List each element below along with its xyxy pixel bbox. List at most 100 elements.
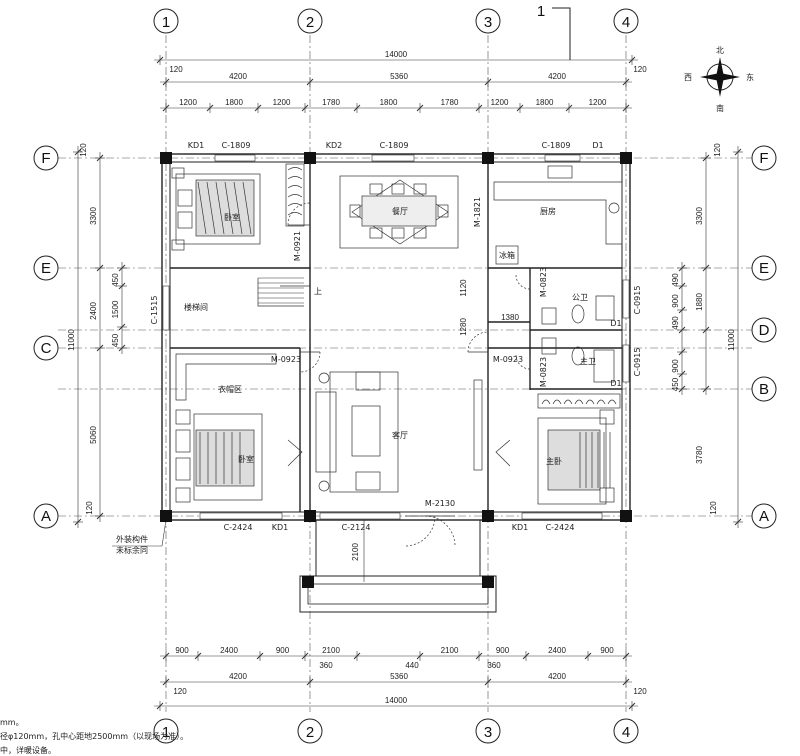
furniture [171, 163, 623, 547]
label-room-wardrobe: 衣帽区 [218, 384, 242, 394]
column-1 [304, 152, 316, 164]
label-c2424-2: C-2424 [546, 523, 575, 532]
label-m0823-2: M-0823 [539, 357, 548, 387]
windows [162, 154, 630, 520]
dimension-lines [73, 55, 743, 711]
dim-bottom-details-text-3: 2100 [322, 646, 340, 655]
dim-bottom-bays-text-2: 4200 [548, 672, 566, 681]
label-fridge: 冰箱 [499, 250, 515, 260]
section-mark-label: 1 [537, 3, 545, 20]
label-c1809-1: C-1809 [222, 141, 251, 150]
dim-interior-1120: 1120 [459, 279, 468, 297]
axis-label-right-E: E [759, 260, 769, 277]
column-7 [620, 510, 632, 522]
dim-bottom-bays-text-0: 4200 [229, 672, 247, 681]
bed-sw-nightstand-1 [175, 409, 191, 425]
axis-label-left-A: A [41, 508, 51, 525]
axis-bubble-bottom-3 [475, 718, 501, 744]
outer-wall-inner [169, 161, 623, 513]
dim-bottom-edge-left: 120 [173, 687, 187, 696]
dim-left-sub-text-1: 1500 [111, 300, 120, 318]
porch-step-inner [307, 583, 489, 605]
dim-right-edge-bottom: 120 [709, 501, 718, 515]
living-sofa [315, 391, 337, 473]
dim-top-details-text-2: 1200 [273, 98, 291, 107]
kitchen-stove [608, 202, 620, 214]
note-outer-2: 未标余同 [116, 546, 148, 555]
wardrobe-master-hanger-1 [552, 399, 562, 405]
wardrobe-nw-hanger-0 [287, 167, 303, 171]
label-m0823-1: M-0823 [539, 267, 548, 297]
axis-label-top-1: 1 [162, 14, 170, 31]
axis-bubble-top-4 [613, 8, 639, 34]
label-c1809-3: C-1809 [542, 141, 571, 150]
label-room-stair: 楼梯间 [184, 302, 208, 312]
dim-right-sub-text-0: 490 [671, 273, 680, 287]
label-c1515: C-1515 [150, 296, 159, 325]
dim-top-details-text-0: 1200 [179, 98, 197, 107]
wardrobe-master-hanger-4 [585, 399, 595, 405]
stair-outline [257, 278, 304, 307]
legend-line-3: 中，详暖设备。 [0, 746, 56, 755]
column-3 [620, 152, 632, 164]
window-c0915-1 [622, 279, 630, 319]
bed-nw-pattern-0 [197, 181, 207, 235]
dim-left-sub-text-2: 450 [111, 333, 120, 347]
axis-label-left-E: E [41, 260, 51, 277]
label-m0923-right: M-0923 [493, 355, 523, 364]
dim-top-bays-text-2: 4200 [548, 72, 566, 81]
column-8 [302, 576, 314, 588]
dining-chair-right [437, 204, 449, 218]
public-wc-sink [541, 307, 557, 325]
dim-bottom-details-text-8: 900 [600, 646, 614, 655]
kitchen-fridge [495, 245, 519, 265]
column-4 [160, 510, 172, 522]
dim-bottom-details-text-6: 900 [496, 646, 510, 655]
wardrobe-nw [285, 163, 305, 227]
axis-bubble-top-3 [475, 8, 501, 34]
label-room-public-wc: 公卫 [572, 293, 588, 302]
dim-interior-2100: 2100 [351, 543, 360, 561]
compass-north-label: 北 [716, 46, 724, 55]
window-c2424-1 [199, 512, 283, 520]
window-c1809-2 [371, 154, 415, 162]
master-wc-shower [593, 349, 615, 383]
label-room-bedroom-sw: 卧室 [238, 454, 254, 464]
bed-sw-nightstand-2 [175, 487, 191, 503]
axis-label-right-B: B [759, 381, 769, 398]
dim-left-seg-text-2: 5060 [89, 426, 98, 444]
door-m0823-2-swing [515, 354, 531, 370]
wardrobe-nw-hanger-1 [287, 176, 303, 180]
axis-bubble-left-F [33, 145, 59, 171]
dim-top-details-text-7: 1800 [536, 98, 554, 107]
wardrobe-master-hanger-2 [563, 399, 573, 405]
bed-master-blanket [547, 429, 601, 491]
porch-step-outer [299, 575, 497, 613]
axis-bubble-top-2 [297, 8, 323, 34]
door-m0923-left-swing [299, 351, 321, 373]
dim-right-edge-top: 120 [713, 143, 722, 157]
wardrobe-nw-hanger-3 [287, 194, 303, 198]
master-wc-sink [541, 337, 557, 355]
bed-sw-pillow-1 [175, 429, 191, 453]
bed-sw-blanket [195, 429, 255, 487]
note-leader-2 [161, 519, 167, 547]
axis-bubble-left-E [33, 255, 59, 281]
door-m0823-1-swing [515, 274, 531, 290]
wardrobe-master-hanger-0 [541, 399, 551, 405]
dim-top-bays-text-0: 4200 [229, 72, 247, 81]
dining-chair-top-2 [413, 183, 427, 195]
label-room-living: 客厅 [392, 430, 408, 440]
living-tv-cabinet [473, 379, 483, 471]
dining-chair-top-0 [369, 183, 383, 195]
bed-master-nightstand-1 [599, 409, 615, 425]
wardrobe-nw-hanger-5 [287, 212, 303, 216]
axis-bubble-bottom-4 [613, 718, 639, 744]
bed-nw-pillow-1 [177, 189, 193, 207]
dim-bottom-details-text-0: 900 [175, 646, 189, 655]
dim-right-sub-text-2: 490 [671, 316, 680, 330]
bed-sw-pillow-2 [175, 457, 191, 481]
living-armchair-top [355, 371, 381, 391]
public-wc-shower [595, 295, 615, 321]
